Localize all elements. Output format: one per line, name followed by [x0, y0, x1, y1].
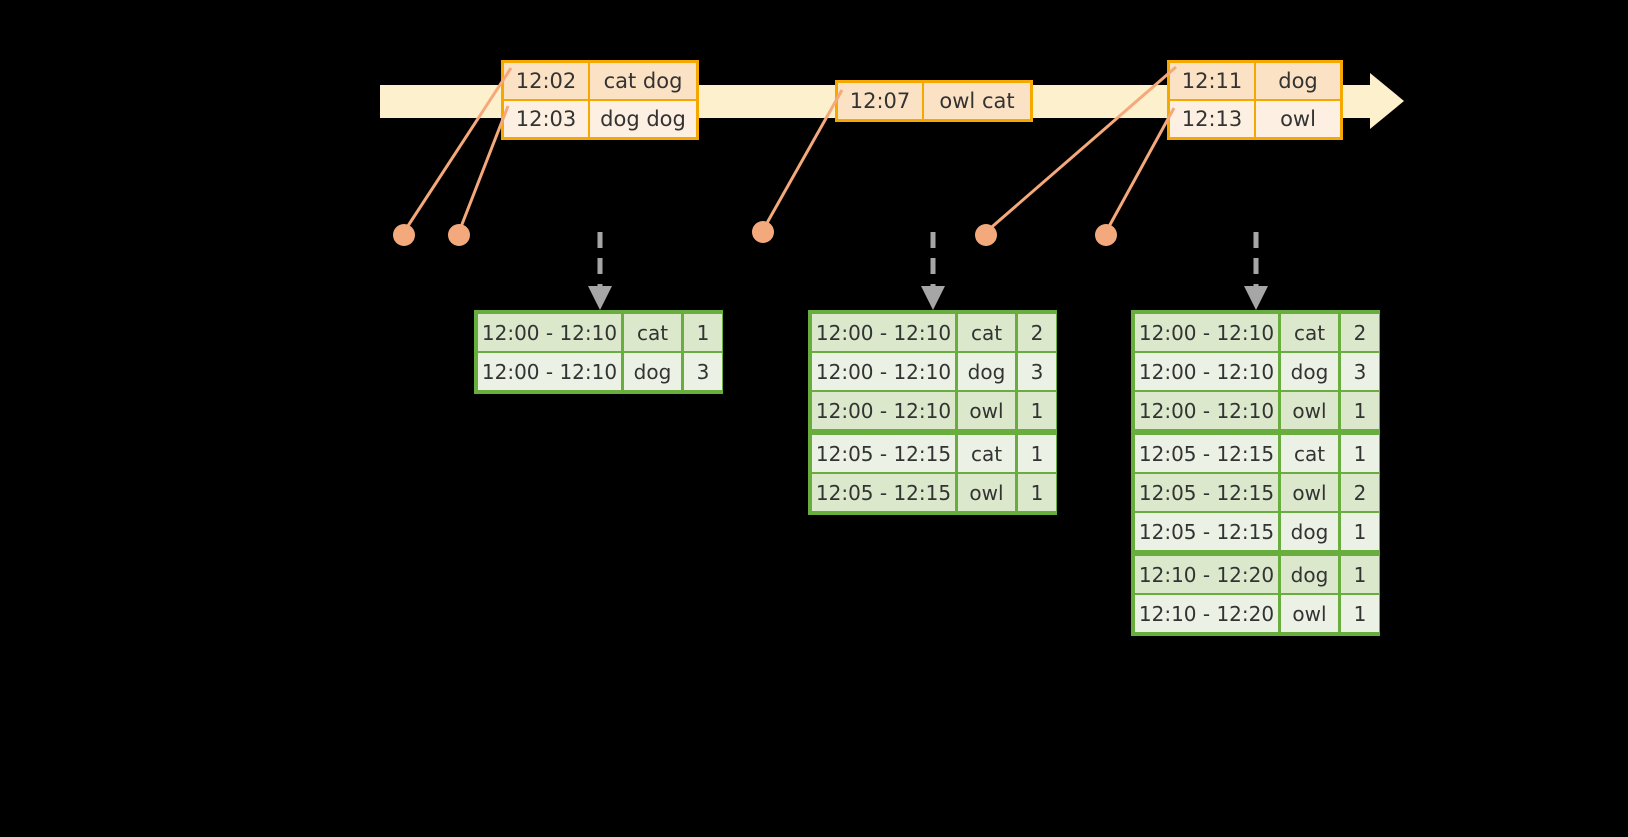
event-row[interactable]: 12:11 dog — [1170, 63, 1340, 99]
table-cell-count: 1 — [1341, 513, 1379, 550]
table-cell-key: cat — [624, 314, 681, 351]
table-cell-window: 12:10 - 12:20 — [1135, 595, 1278, 632]
table-cell-key: dog — [958, 353, 1015, 390]
table-cell-key: owl — [1281, 392, 1338, 429]
table-cell-window: 12:00 - 12:10 — [1135, 353, 1278, 390]
table-cell-key: owl — [958, 392, 1015, 429]
event-row[interactable]: 12:13 owl — [1170, 99, 1340, 137]
connector-dot-1 — [393, 224, 415, 246]
table-cell-key: cat — [958, 435, 1015, 472]
table-cell-count: 1 — [1341, 595, 1379, 632]
table-cell-key: cat — [958, 314, 1015, 351]
table-cell-count: 2 — [1341, 474, 1379, 511]
table-cell-count: 1 — [1341, 392, 1379, 429]
event-group-1[interactable]: 12:02 cat dog 12:03 dog dog — [501, 60, 699, 140]
event-group-2[interactable]: 12:07 owl cat — [835, 80, 1033, 122]
event-time: 12:11 — [1170, 63, 1256, 99]
table-cell-window: 12:05 - 12:15 — [1135, 513, 1278, 550]
event-row[interactable]: 12:02 cat dog — [504, 63, 696, 99]
table-cell-key: cat — [1281, 435, 1338, 472]
timeline-arrow-head — [1370, 73, 1404, 129]
table-cell-count: 3 — [1341, 353, 1379, 390]
table-cell-count: 1 — [684, 314, 722, 351]
dashed-arrow-1 — [588, 232, 612, 310]
table-cell-window: 12:05 - 12:15 — [1135, 474, 1278, 511]
event-time: 12:02 — [504, 63, 590, 99]
table-cell-window: 12:00 - 12:10 — [1135, 314, 1278, 351]
table-cell-window: 12:10 - 12:20 — [1135, 556, 1278, 593]
event-words: dog — [1278, 69, 1318, 93]
event-words: owl — [1280, 107, 1316, 131]
event-words: owl cat — [939, 89, 1015, 113]
table-cell-window: 12:00 - 12:10 — [478, 314, 621, 351]
table-cell-count: 1 — [1018, 392, 1056, 429]
table-cell-count: 1 — [1341, 556, 1379, 593]
connector-dot-5 — [1095, 224, 1117, 246]
table-cell-key: owl — [1281, 474, 1338, 511]
connector-dot-3 — [752, 221, 774, 243]
event-time: 12:13 — [1170, 101, 1256, 137]
table-cell-window: 12:00 - 12:10 — [812, 314, 955, 351]
table-cell-window: 12:00 - 12:10 — [812, 353, 955, 390]
event-row[interactable]: 12:07 owl cat — [838, 83, 1030, 119]
event-words: dog dog — [600, 107, 686, 131]
table-cell-key: cat — [1281, 314, 1338, 351]
table-cell-count: 3 — [1018, 353, 1056, 390]
table-cell-window: 12:00 - 12:10 — [812, 392, 955, 429]
connector-dot-4 — [975, 224, 997, 246]
table-cell-count: 1 — [1018, 435, 1056, 472]
connector-line-5 — [1104, 107, 1176, 233]
connector-dot-2 — [448, 224, 470, 246]
table-cell-count: 2 — [1341, 314, 1379, 351]
table-cell-count: 2 — [1018, 314, 1056, 351]
table-cell-key: dog — [624, 353, 681, 390]
event-words: cat dog — [603, 69, 683, 93]
table-cell-key: owl — [1281, 595, 1338, 632]
table-cell-window: 12:00 - 12:10 — [1135, 392, 1278, 429]
table-cell-key: dog — [1281, 353, 1338, 390]
table-cell-window: 12:05 - 12:15 — [812, 474, 955, 511]
table-cell-window: 12:05 - 12:15 — [812, 435, 955, 472]
event-time: 12:03 — [504, 101, 590, 137]
table-cell-window: 12:00 - 12:10 — [478, 353, 621, 390]
table-cell-window: 12:05 - 12:15 — [1135, 435, 1278, 472]
table-cell-key: dog — [1281, 513, 1338, 550]
dashed-arrow-2 — [921, 232, 945, 310]
table-cell-count: 3 — [684, 353, 722, 390]
table-cell-key: dog — [1281, 556, 1338, 593]
event-row[interactable]: 12:03 dog dog — [504, 99, 696, 137]
dashed-arrow-3 — [1244, 232, 1268, 310]
event-group-3[interactable]: 12:11 dog 12:13 owl — [1167, 60, 1343, 140]
table-cell-count: 1 — [1018, 474, 1056, 511]
table-cell-count: 1 — [1341, 435, 1379, 472]
table-cell-key: owl — [958, 474, 1015, 511]
event-time: 12:07 — [838, 83, 924, 119]
